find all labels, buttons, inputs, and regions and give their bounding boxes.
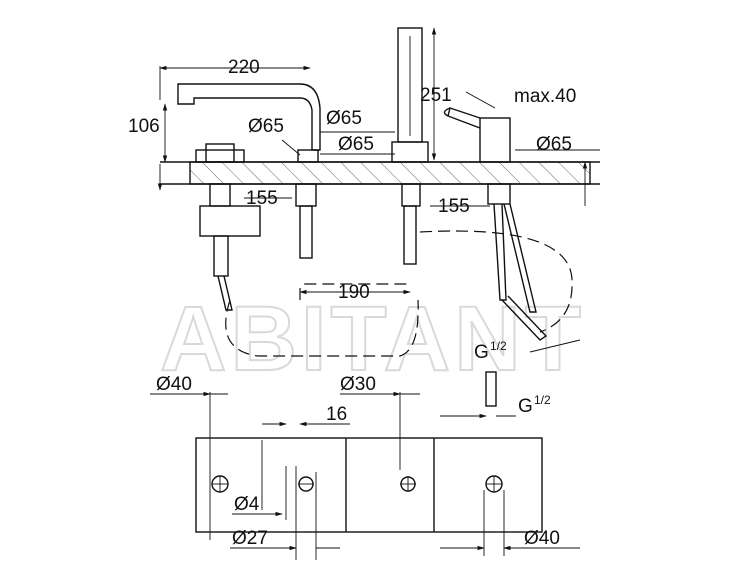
deck-plan-outline [195,437,543,533]
deck-plan-dimensions [150,391,580,560]
hose-loop-left [225,299,419,357]
hose-loop-right [419,230,573,333]
dim-hand-shower-dia-2: Ø65 [338,134,374,155]
svg-text:1/2: 1/2 [490,339,507,353]
dim-mixer-dia: Ø65 [536,134,572,155]
dim-lever-max: max.40 [514,86,576,107]
thread-label-2: G 1/2 [518,393,551,417]
dim-spout-height: 106 [128,116,160,137]
dim-spout-reach: 220 [228,57,260,78]
svg-text:1/2: 1/2 [534,393,551,407]
dim-hole-dia-left: Ø40 [156,374,192,395]
dim-left-depth: 155 [246,188,278,209]
dim-pin-dia: Ø4 [234,494,260,515]
svg-text:G: G [474,342,489,363]
under-deck-connections [199,183,548,341]
dim-right-depth: 155 [438,196,470,217]
dim-pin-spacing: Ø27 [232,528,268,549]
dim-hole-dia-right: Ø40 [524,528,560,549]
deck-holes [211,475,503,493]
bath-spout [177,83,321,163]
lever-mixer [443,91,511,163]
thread-label-1: G 1/2 [474,339,507,363]
hand-shower [391,27,429,163]
dim-hand-shower-dia-1: Ø65 [326,108,362,129]
dim-hose-spacing: 190 [338,282,370,303]
dimension-lines [157,27,600,353]
separate-fitting [440,371,516,419]
dim-diverter-dia: Ø65 [248,116,284,137]
svg-text:G: G [518,396,533,417]
deck-slab [160,161,600,185]
dim-gap: 16 [326,404,347,425]
dim-hole-dia-center: Ø30 [340,374,376,395]
dim-hand-shower-height: 251 [420,85,452,106]
